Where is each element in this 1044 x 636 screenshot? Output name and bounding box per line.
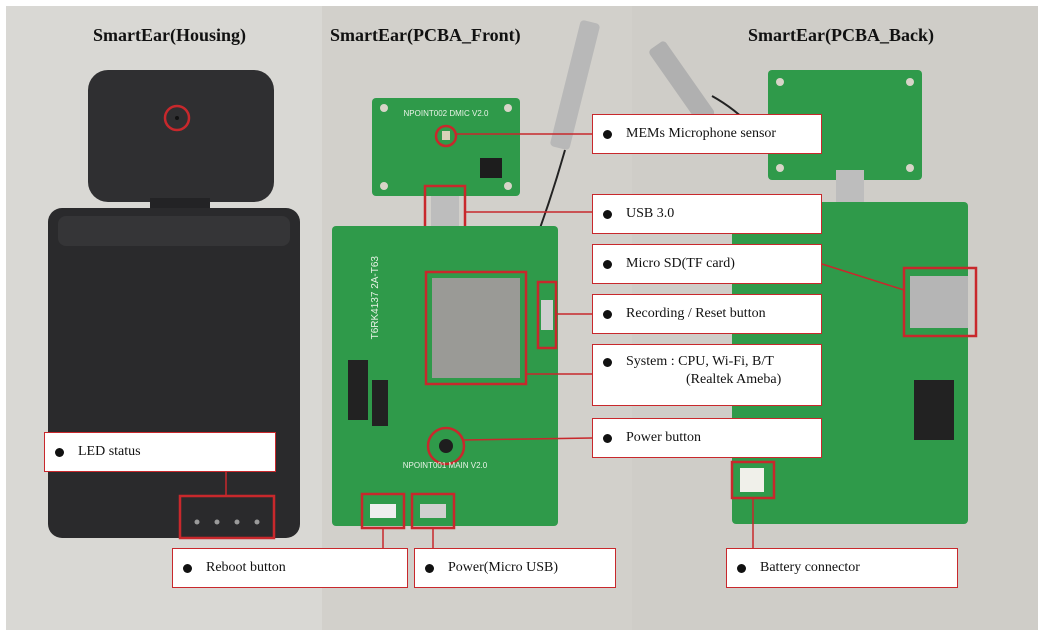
system-module — [432, 278, 520, 378]
micro-usb-port — [420, 504, 446, 518]
callout-reboot-label: Reboot button — [206, 560, 286, 575]
bullet-icon — [737, 563, 746, 573]
reboot-button — [370, 504, 396, 518]
mems-mic-highlight — [434, 124, 458, 148]
callout-system-line1: System : CPU, Wi-Fi, B/T — [626, 354, 774, 369]
bullet-icon — [425, 563, 434, 573]
title-housing: SmartEar(Housing) — [93, 25, 246, 45]
callout-mems-mic: MEMs Microphone sensor — [592, 114, 822, 154]
housing-sensor-cap — [88, 70, 274, 202]
callout-led-status-label: LED status — [78, 444, 141, 459]
callout-record-reset: Recording / Reset button — [592, 294, 822, 334]
callout-power-button: Power button — [592, 418, 822, 458]
bullet-icon — [603, 209, 612, 219]
bullet-icon — [603, 358, 612, 367]
mic-board-label: NPOINT002 DMIC V2.0 — [404, 109, 489, 118]
callout-usb-label: USB 3.0 — [626, 206, 675, 221]
bullet-icon — [603, 259, 612, 269]
callout-record-reset-label: Recording / Reset button — [626, 306, 766, 321]
led-1 — [194, 519, 200, 525]
antenna-metal — [550, 20, 600, 150]
housing-body — [48, 208, 300, 538]
callout-mems-mic-label: MEMs Microphone sensor — [626, 126, 777, 141]
bullet-icon — [55, 447, 64, 457]
record-button-highlight — [536, 280, 558, 350]
bullet-icon — [183, 563, 192, 573]
housing-body-top-edge — [58, 216, 290, 246]
callout-power-button-label: Power button — [626, 430, 702, 445]
mic-hole-highlight — [163, 104, 191, 132]
battery-connector — [740, 468, 764, 492]
mems-mic — [442, 131, 450, 140]
title-pcba-front: SmartEar(PCBA_Front) — [330, 25, 521, 45]
leader-lines — [225, 133, 905, 548]
callout-system-line2: (Realtek Ameba) — [686, 372, 782, 387]
main-board-label: NPOINT001 MAIN V2.0 — [403, 461, 488, 470]
mic-hole — [175, 116, 179, 120]
back-antenna-metal — [649, 41, 715, 124]
power-button-highlight — [426, 426, 466, 466]
back-header — [914, 380, 954, 440]
callout-system: System : CPU, Wi-Fi, B/T (Realtek Ameba) — [592, 344, 822, 406]
callout-battery-label: Battery connector — [760, 560, 860, 575]
callout-usb: USB 3.0 — [592, 194, 822, 234]
callout-micro-sd-label: Micro SD(TF card) — [626, 256, 735, 271]
sd-highlight — [902, 266, 978, 338]
callout-power-usb-label: Power(Micro USB) — [448, 560, 559, 575]
bullet-icon — [603, 433, 612, 443]
callout-battery: Battery connector — [726, 548, 958, 588]
power-button — [439, 439, 453, 453]
title-pcba-back: SmartEar(PCBA_Back) — [748, 25, 934, 45]
callout-reboot: Reboot button — [172, 548, 408, 588]
callout-led-status: LED status — [44, 432, 276, 472]
led-3 — [234, 519, 240, 525]
callout-system-text: System : CPU, Wi-Fi, B/T (Realtek Ameba) — [626, 353, 781, 389]
sd-card-slot — [910, 276, 968, 328]
callout-micro-sd: Micro SD(TF card) — [592, 244, 822, 284]
led-2 — [214, 519, 220, 525]
bullet-icon — [603, 129, 612, 139]
bullet-icon — [603, 309, 612, 319]
led-4 — [254, 519, 260, 525]
led-highlight — [178, 494, 276, 540]
record-button — [541, 300, 553, 330]
main-board-serial: T6RK4137 2A-T63 — [370, 256, 381, 340]
callout-power-usb: Power(Micro USB) — [414, 548, 616, 588]
back-usb — [836, 170, 864, 204]
system-module-highlight — [424, 270, 528, 386]
